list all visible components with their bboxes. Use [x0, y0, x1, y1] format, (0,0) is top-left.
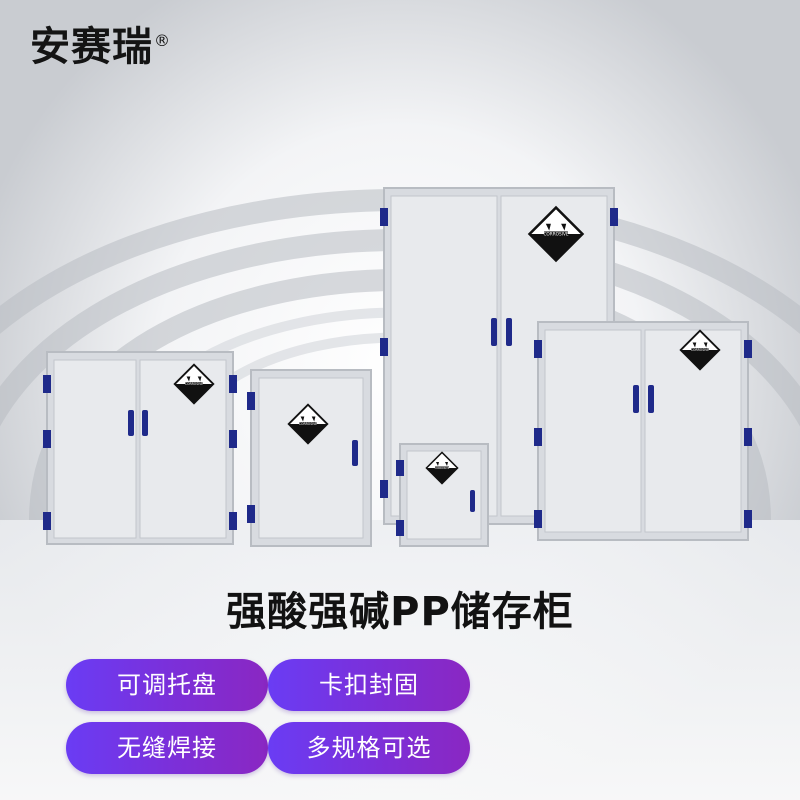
door-hinge-icon: [247, 392, 255, 523]
door-handle-icon: [128, 410, 148, 436]
cabinet-mini-single: [396, 443, 489, 547]
cabinet-small-single: [247, 369, 372, 547]
door-handle-icon: [352, 440, 358, 466]
cabinet-large-double: [534, 321, 752, 541]
feature-badge-snap-seal: 卡扣封固: [268, 659, 470, 711]
brand-logo: 安赛瑞®: [30, 22, 171, 72]
feature-badge-multiple-sizes: 多规格可选: [268, 722, 470, 774]
door-handle-icon: [470, 490, 475, 512]
door-hinge-icon: [534, 340, 752, 528]
door-hinge-icon: [43, 375, 237, 530]
cabinet-medium-double: [43, 351, 237, 545]
door-handle-icon: [491, 318, 512, 346]
door-hinge-icon: [380, 208, 618, 498]
feature-badge-adjustable-tray: 可调托盘: [66, 659, 268, 711]
brand-logo-text: 安赛瑞: [30, 24, 153, 70]
product-headline: 强酸强碱PP储存柜: [226, 589, 574, 635]
door-hinge-icon: [396, 460, 404, 536]
feature-badge-seamless-weld: 无缝焊接: [66, 722, 268, 774]
door-handle-icon: [633, 385, 654, 413]
registered-mark: ®: [154, 31, 171, 50]
